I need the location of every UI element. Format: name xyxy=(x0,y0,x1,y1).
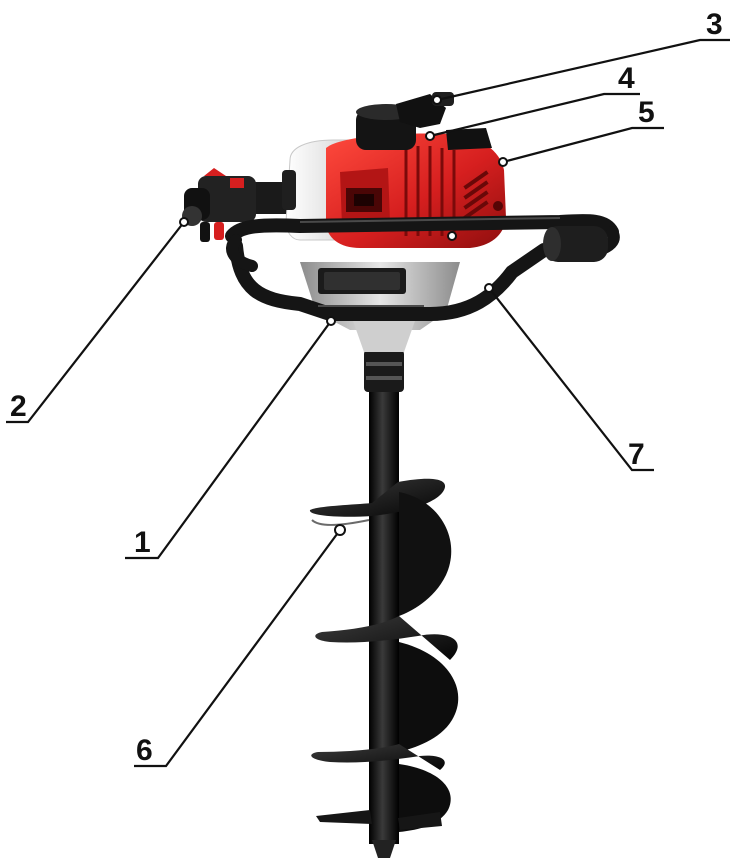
auger-tip-blade xyxy=(316,810,372,824)
leader-marker-5 xyxy=(498,157,508,167)
leader-line-2 xyxy=(6,221,185,424)
auger-shaft xyxy=(369,352,399,844)
callout-leaders xyxy=(6,38,730,768)
rear-handlebar xyxy=(229,239,551,321)
callout-6: 6 xyxy=(136,734,153,767)
auger-drill-point xyxy=(372,840,396,858)
leader-line-5 xyxy=(502,126,664,164)
callout-7: 7 xyxy=(628,438,645,471)
callout-3: 3 xyxy=(706,8,723,41)
auger-flight-3 xyxy=(311,744,445,770)
leader-marker-6 xyxy=(334,524,346,536)
leader-line-6 xyxy=(134,529,341,768)
leader-marker-4 xyxy=(425,131,435,141)
auger-flight-2 xyxy=(315,616,458,660)
leader-line-4 xyxy=(429,92,640,138)
auger-bit xyxy=(309,350,459,858)
right-grip xyxy=(544,226,608,262)
auger-coupling xyxy=(364,350,404,392)
leader-marker-7 xyxy=(484,283,494,293)
leader-marker-2 xyxy=(179,217,189,227)
callout-5: 5 xyxy=(638,96,655,129)
leader-marker-1 xyxy=(326,316,336,326)
leader-line-7 xyxy=(488,287,654,472)
leader-line-3 xyxy=(436,38,730,102)
leader-line-1 xyxy=(125,320,332,560)
callout-2: 2 xyxy=(10,390,27,423)
leader-marker-3 xyxy=(432,95,442,105)
handlebar-frame xyxy=(225,214,620,321)
callout-4: 4 xyxy=(618,62,635,95)
side-vent xyxy=(463,170,489,220)
callout-labels: 1 2 3 4 5 6 7 xyxy=(10,8,723,767)
leader-marker-engine xyxy=(447,231,457,241)
front-handlebar xyxy=(225,214,619,243)
callout-1: 1 xyxy=(134,526,151,559)
